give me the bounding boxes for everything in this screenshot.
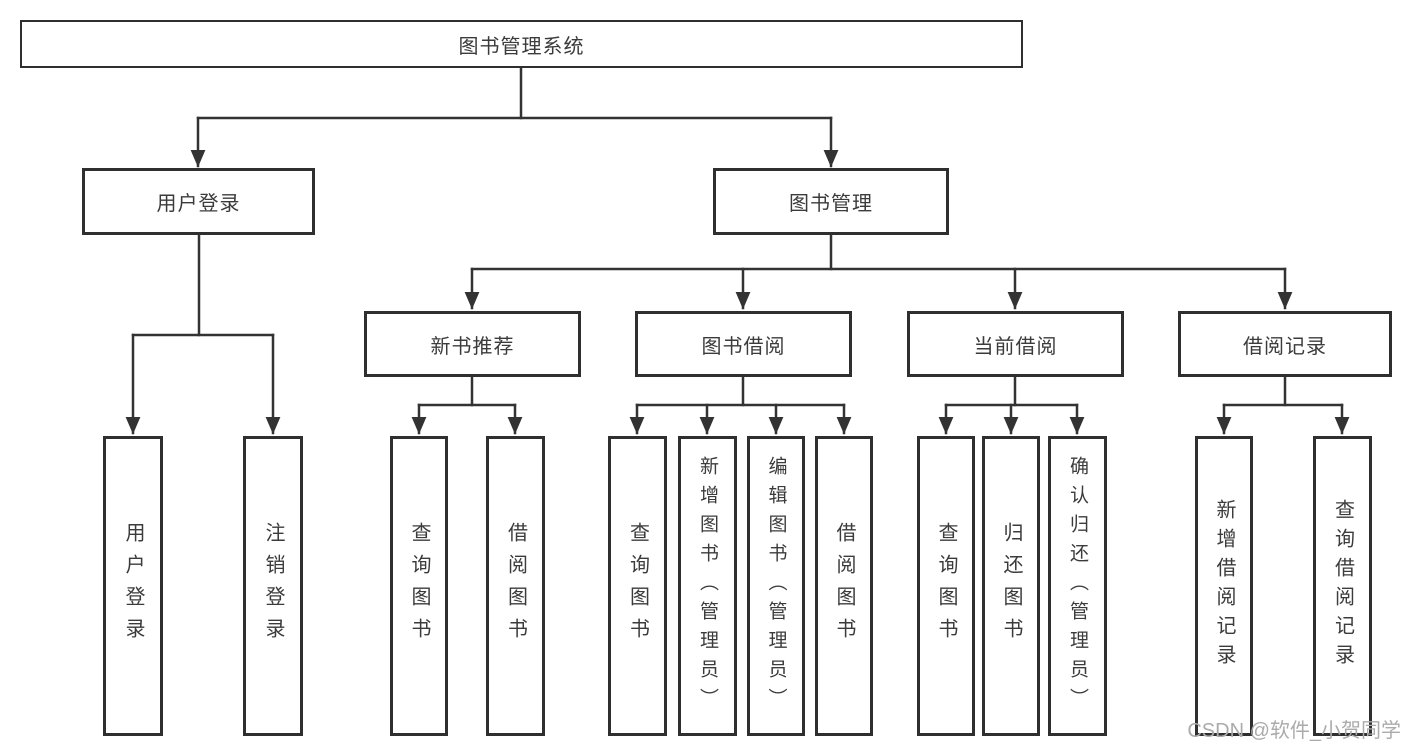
leaf-newbooks-borrow-books: 借阅图书 xyxy=(486,436,545,736)
leaf-borrow-add-books-admin: 新增图书（管理员） xyxy=(678,436,737,736)
leaf-borrow-query-books: 查询图书 xyxy=(608,436,667,736)
edges-borrow-records xyxy=(1216,375,1350,435)
leaf-records-query-record: 查询借阅记录 xyxy=(1313,436,1372,736)
edges-new-books xyxy=(411,375,523,435)
csdn-watermark: CSDN @软件_小贺同学 xyxy=(1187,720,1401,742)
leaf-records-add-record: 新增借阅记录 xyxy=(1195,436,1253,736)
edges-root xyxy=(190,66,839,168)
leaf-user-login: 用户登录 xyxy=(103,436,163,736)
node-new-books: 新书推荐 xyxy=(364,311,581,377)
edges-current-borrow xyxy=(938,375,1085,435)
node-borrow-records: 借阅记录 xyxy=(1178,311,1392,377)
leaf-borrow-borrow-books: 借阅图书 xyxy=(815,436,873,736)
leaf-current-query-books: 查询图书 xyxy=(917,436,975,736)
edges-user-login xyxy=(125,233,281,435)
leaf-newbooks-query-books: 查询图书 xyxy=(390,436,448,736)
leaf-logout: 注销登录 xyxy=(243,436,303,736)
node-book-mgmt: 图书管理 xyxy=(713,168,949,235)
node-root: 图书管理系统 xyxy=(20,20,1023,68)
edges-book-mgmt xyxy=(464,233,1293,310)
node-user-login: 用户登录 xyxy=(82,168,315,235)
leaf-current-return-books: 归还图书 xyxy=(982,436,1040,736)
node-current-borrow: 当前借阅 xyxy=(907,311,1124,377)
edges-book-borrow xyxy=(629,375,852,435)
leaf-borrow-edit-books-admin: 编辑图书（管理员） xyxy=(747,436,805,736)
node-book-borrow: 图书借阅 xyxy=(635,311,852,377)
leaf-current-confirm-return-admin: 确认归还（管理员） xyxy=(1048,436,1107,736)
